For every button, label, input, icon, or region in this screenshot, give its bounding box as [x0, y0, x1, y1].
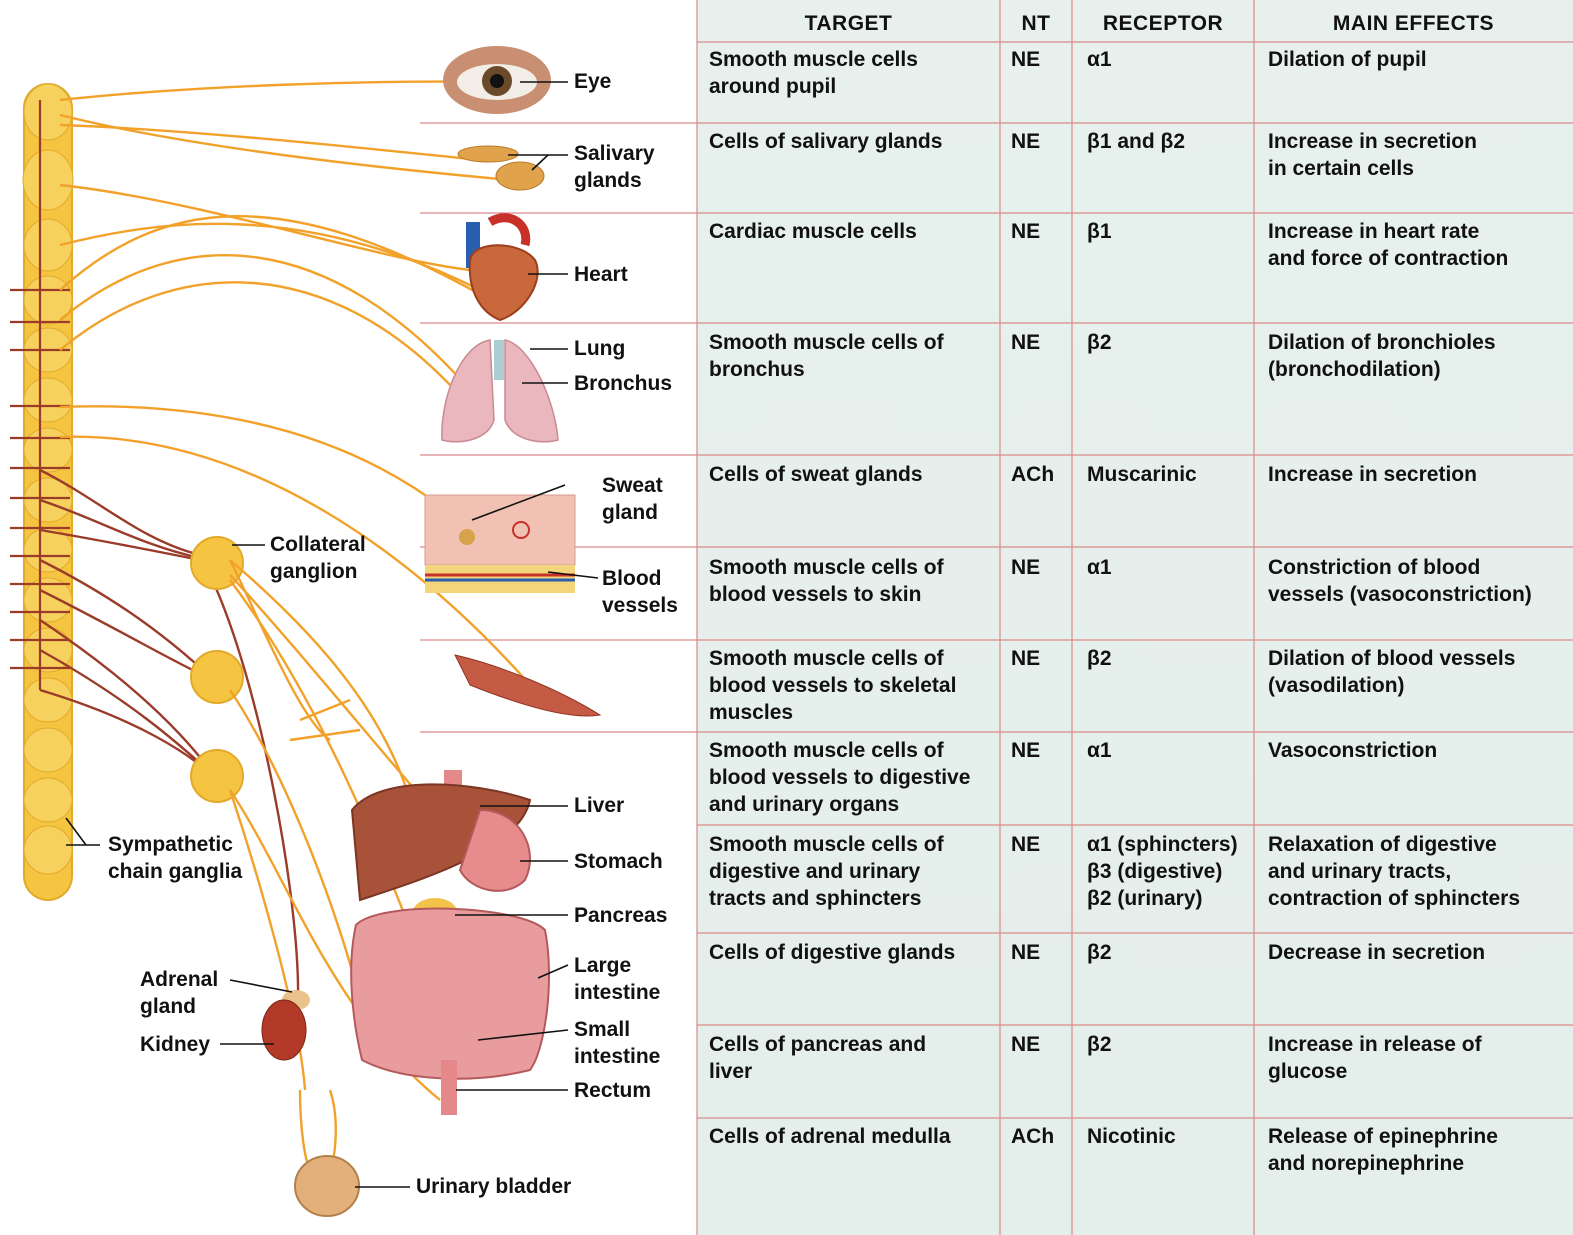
sympathetic-chain [10, 84, 73, 900]
cell-nt: NE [1011, 645, 1071, 672]
cell-nt: NE [1011, 939, 1071, 966]
eye-illustration [443, 46, 551, 114]
cell-main-effect: Increase in secretion [1268, 461, 1568, 488]
cell-target: Smooth muscle cells of blood vessels to … [709, 737, 994, 818]
cell-main-effect: Increase in secretion in certain cells [1268, 128, 1568, 182]
cell-main-effect: Increase in release of glucose [1268, 1031, 1568, 1085]
label-sweat-gland: Sweat gland [602, 472, 663, 526]
header-main-effects: MAIN EFFECTS [1254, 6, 1573, 42]
label-lung: Lung [574, 335, 625, 362]
cell-receptor: α1 [1087, 737, 1252, 764]
preganglionic-fibers [40, 470, 298, 1000]
label-eye: Eye [574, 68, 611, 95]
cell-nt: NE [1011, 737, 1071, 764]
cell-target: Smooth muscle cells of blood vessels to … [709, 554, 994, 608]
cell-receptor: β2 [1087, 939, 1252, 966]
cell-main-effect: Relaxation of digestive and urinary trac… [1268, 831, 1568, 912]
header-receptor: RECEPTOR [1072, 6, 1254, 42]
cell-target: Cells of sweat glands [709, 461, 994, 488]
cell-receptor: Nicotinic [1087, 1123, 1252, 1150]
cell-nt: NE [1011, 831, 1071, 858]
cell-target: Smooth muscle cells of digestive and uri… [709, 831, 994, 912]
muscle-illustration [455, 655, 600, 716]
label-stomach: Stomach [574, 848, 663, 875]
cell-main-effect: Constriction of blood vessels (vasoconst… [1268, 554, 1568, 608]
cell-receptor: α1 [1087, 46, 1252, 73]
cell-target: Smooth muscle cells of bronchus [709, 329, 994, 383]
label-large-intestine: Large intestine [574, 952, 660, 1006]
label-rectum: Rectum [574, 1077, 651, 1104]
label-blood-vessels: Blood vessels [602, 565, 678, 619]
cell-receptor: β2 [1087, 1031, 1252, 1058]
header-target: TARGET [697, 6, 1000, 42]
cell-target: Cells of salivary glands [709, 128, 994, 155]
cell-receptor: β2 [1087, 645, 1252, 672]
cell-main-effect: Vasoconstriction [1268, 737, 1568, 764]
cell-receptor: β1 [1087, 218, 1252, 245]
cell-main-effect: Dilation of blood vessels (vasodilation) [1268, 645, 1568, 699]
cell-receptor: β1 and β2 [1087, 128, 1252, 155]
label-urinary-bladder: Urinary bladder [416, 1173, 571, 1200]
label-sympathetic-chain-ganglia: Sympathetic chain ganglia [108, 831, 242, 885]
cell-target: Smooth muscle cells of blood vessels to … [709, 645, 994, 726]
label-pancreas: Pancreas [574, 902, 667, 929]
label-collateral-ganglion: Collateral ganglion [270, 531, 366, 585]
header-nt: NT [1000, 6, 1072, 42]
cell-nt: NE [1011, 128, 1071, 155]
cell-target: Cells of pancreas and liver [709, 1031, 994, 1085]
cell-nt: NE [1011, 329, 1071, 356]
cell-main-effect: Dilation of pupil [1268, 46, 1568, 73]
digestive-illustration [351, 770, 549, 1115]
cell-target: Cardiac muscle cells [709, 218, 994, 245]
label-adrenal-gland: Adrenal gland [140, 966, 218, 1020]
cell-receptor: β2 [1087, 329, 1252, 356]
cell-main-effect: Increase in heart rate and force of cont… [1268, 218, 1568, 272]
cell-nt: ACh [1011, 461, 1071, 488]
cell-receptor: α1 (sphincters) β3 (digestive) β2 (urina… [1087, 831, 1252, 912]
label-kidney: Kidney [140, 1031, 210, 1058]
label-heart: Heart [574, 261, 628, 288]
bladder-illustration [295, 1156, 359, 1216]
label-salivary-glands: Salivary glands [574, 140, 655, 194]
cell-nt: NE [1011, 46, 1071, 73]
label-small-intestine: Small intestine [574, 1016, 660, 1070]
cell-main-effect: Dilation of bronchioles (bronchodilation… [1268, 329, 1568, 383]
cell-receptor: Muscarinic [1087, 461, 1252, 488]
cell-target: Cells of adrenal medulla [709, 1123, 994, 1150]
cell-main-effect: Release of epinephrine and norepinephrin… [1268, 1123, 1568, 1177]
heart-illustration [466, 218, 538, 320]
collateral-ganglia [191, 537, 243, 802]
cell-nt: NE [1011, 554, 1071, 581]
cell-receptor: α1 [1087, 554, 1252, 581]
cell-target: Smooth muscle cells around pupil [709, 46, 994, 100]
label-bronchus: Bronchus [574, 370, 672, 397]
cell-main-effect: Decrease in secretion [1268, 939, 1568, 966]
cell-nt: ACh [1011, 1123, 1071, 1150]
cell-target: Cells of digestive glands [709, 939, 994, 966]
cell-nt: NE [1011, 1031, 1071, 1058]
cell-nt: NE [1011, 218, 1071, 245]
label-liver: Liver [574, 792, 624, 819]
salivary-illustration [458, 146, 544, 190]
kidney-illustration [262, 990, 310, 1060]
lungs-illustration [442, 340, 558, 442]
